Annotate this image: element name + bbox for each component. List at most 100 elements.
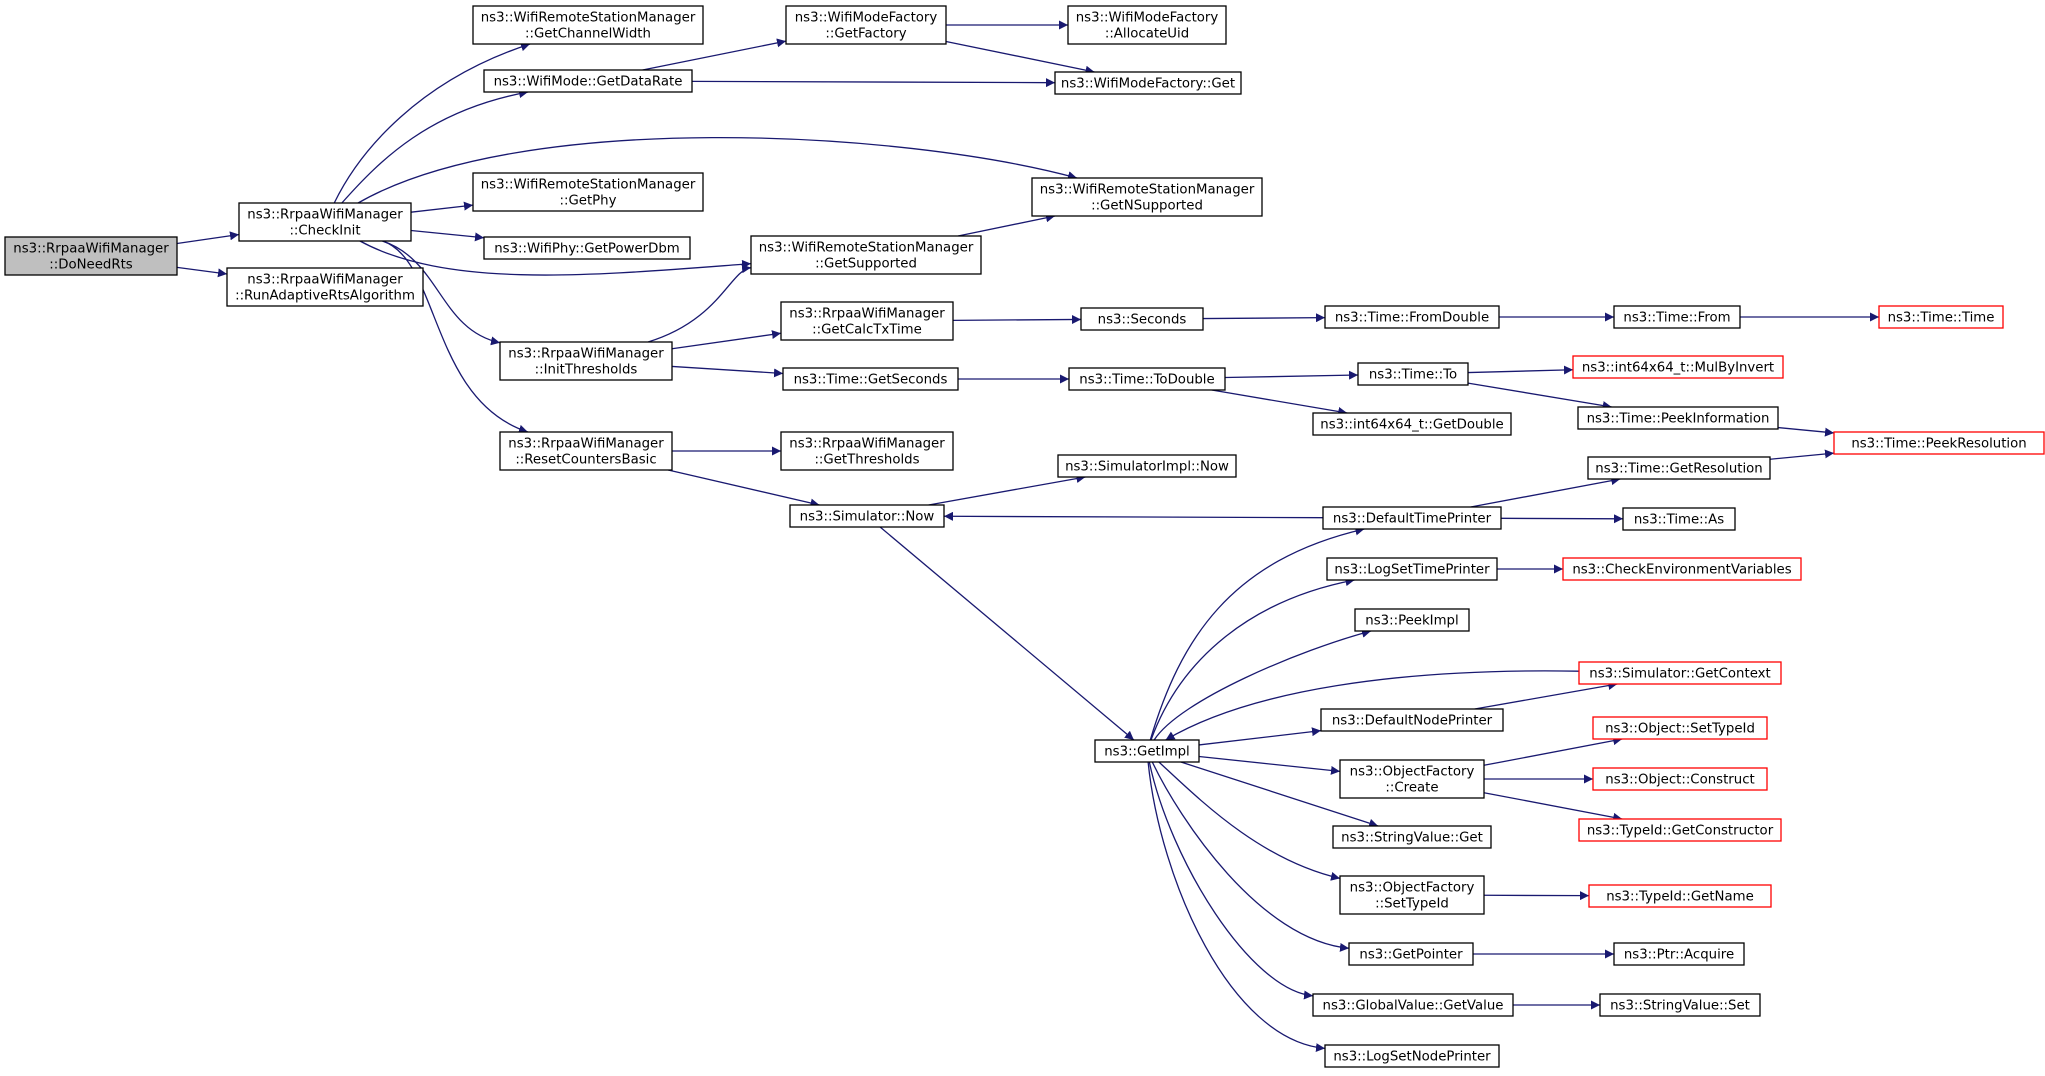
node-label-line: ns3::Time::GetResolution: [1595, 462, 1762, 477]
node-label-line: ns3::Time::To: [1369, 368, 1457, 383]
function-node-getphy[interactable]: ns3::WifiRemoteStationManager::GetPhy: [472, 172, 704, 212]
node-box: [1067, 5, 1227, 45]
node-box: [499, 431, 673, 471]
function-node-simgetcontext[interactable]: ns3::Simulator::GetContext: [1578, 661, 1782, 685]
node-box: [1324, 305, 1500, 329]
node-label-line: ns3::RrpaaWifiManager: [789, 437, 945, 452]
function-node-peekinformation[interactable]: ns3::Time::PeekInformation: [1577, 406, 1779, 430]
call-edge-objfactorycreate-to-typeidgetconstructor: [1483, 792, 1623, 822]
node-label-line: ns3::TypeId::GetName: [1606, 890, 1754, 905]
call-edge-todouble-to-timeto: [1224, 370, 1359, 380]
function-node-peekimpl[interactable]: ns3::PeekImpl: [1354, 608, 1470, 632]
function-node-checkenv[interactable]: ns3::CheckEnvironmentVariables: [1562, 557, 1802, 581]
node-label-line: ::DoNeedRts: [49, 258, 133, 273]
function-node-logsetnodeprinter[interactable]: ns3::LogSetNodePrinter: [1324, 1044, 1500, 1068]
function-node-runadaptive[interactable]: ns3::RrpaaWifiManager::RunAdaptiveRtsAlg…: [226, 267, 424, 307]
function-node-getchannelwidth[interactable]: ns3::WifiRemoteStationManager::GetChanne…: [472, 5, 704, 45]
node-box: [789, 504, 945, 528]
function-node-peekresolution[interactable]: ns3::Time::PeekResolution: [1833, 431, 2045, 455]
function-node-objsettypeid[interactable]: ns3::Object::SetTypeId: [1592, 716, 1768, 740]
node-label-line: ns3::RrpaaWifiManager: [247, 208, 403, 223]
function-node-simnow[interactable]: ns3::Simulator::Now: [789, 504, 945, 528]
function-node-getimpl[interactable]: ns3::GetImpl: [1094, 739, 1200, 763]
function-node-globalvalueget[interactable]: ns3::GlobalValue::GetValue: [1312, 993, 1514, 1017]
function-node-factoryget[interactable]: ns3::WifiModeFactory::Get: [1054, 71, 1242, 95]
function-node-typeidgetname[interactable]: ns3::TypeId::GetName: [1588, 884, 1772, 908]
function-node-getcalctxtime[interactable]: ns3::RrpaaWifiManager::GetCalcTxTime: [780, 301, 954, 341]
node-label-line: ns3::LogSetTimePrinter: [1334, 563, 1490, 578]
node-label-line: ns3::DefaultNodePrinter: [1332, 714, 1493, 729]
node-label-line: ns3::TypeId::GetConstructor: [1587, 824, 1774, 839]
function-node-mulbyinvert[interactable]: ns3::int64x64_t::MulByInvert: [1572, 355, 1784, 379]
node-label-line: ns3::StringValue::Get: [1341, 831, 1483, 846]
function-node-doneedrts[interactable]: ns3::RrpaaWifiManager::DoNeedRts: [4, 236, 178, 276]
node-box: [1587, 456, 1771, 480]
function-node-getdatarate[interactable]: ns3::WifiMode::GetDataRate: [483, 69, 693, 93]
function-node-objconstruct[interactable]: ns3::Object::Construct: [1592, 767, 1768, 791]
node-box: [782, 367, 959, 391]
node-label-line: ns3::WifiRemoteStationManager: [481, 178, 696, 193]
function-node-todouble[interactable]: ns3::Time::ToDouble: [1068, 367, 1226, 391]
call-edge-getresolution-to-peekresolution: [1769, 449, 1835, 460]
function-node-getnsupported[interactable]: ns3::WifiRemoteStationManager::GetNSuppo…: [1031, 177, 1263, 217]
call-edge-doneedrts-to-runadaptive: [176, 266, 228, 278]
node-box: [226, 267, 424, 307]
function-node-fromdouble[interactable]: ns3::Time::FromDouble: [1324, 305, 1500, 329]
function-node-getfactory[interactable]: ns3::WifiModeFactory::GetFactory: [785, 5, 947, 45]
function-node-getdouble[interactable]: ns3::int64x64_t::GetDouble: [1312, 412, 1512, 436]
node-label-line: ::GetSupported: [815, 257, 917, 272]
function-node-simimplnow[interactable]: ns3::SimulatorImpl::Now: [1057, 454, 1237, 478]
node-label-line: ns3::RrpaaWifiManager: [247, 273, 403, 288]
function-node-typeidgetconstructor[interactable]: ns3::TypeId::GetConstructor: [1578, 818, 1782, 842]
function-node-defaultnodeprinter[interactable]: ns3::DefaultNodePrinter: [1320, 708, 1504, 732]
node-label-line: ::InitThresholds: [535, 363, 638, 378]
function-node-timeto[interactable]: ns3::Time::To: [1357, 362, 1469, 386]
function-node-seconds[interactable]: ns3::Seconds: [1080, 307, 1204, 331]
function-node-getpowerdbm[interactable]: ns3::WifiPhy::GetPowerDbm: [483, 236, 691, 260]
function-node-logsettimeprinter[interactable]: ns3::LogSetTimePrinter: [1326, 557, 1498, 581]
call-edge-checkinit-to-initthresholds: [382, 240, 501, 346]
function-node-ptracquire[interactable]: ns3::Ptr::Acquire: [1613, 942, 1745, 966]
node-label-line: ns3::Ptr::Acquire: [1624, 948, 1734, 963]
function-node-getpointer[interactable]: ns3::GetPointer: [1348, 942, 1474, 966]
function-node-initthresholds[interactable]: ns3::RrpaaWifiManager::InitThresholds: [499, 341, 673, 381]
function-node-getseconds[interactable]: ns3::Time::GetSeconds: [782, 367, 959, 391]
call-edge-checkinit-to-getnsupported: [357, 136, 1078, 204]
function-node-resetcounters[interactable]: ns3::RrpaaWifiManager::ResetCountersBasi…: [499, 431, 673, 471]
node-label-line: ns3::RrpaaWifiManager: [789, 307, 945, 322]
function-node-checkinit[interactable]: ns3::RrpaaWifiManager::CheckInit: [238, 202, 412, 242]
node-label-line: ns3::LogSetNodePrinter: [1333, 1050, 1491, 1065]
node-label-line: ns3::ObjectFactory: [1350, 765, 1475, 780]
node-box: [1572, 355, 1784, 379]
function-node-allocateuid[interactable]: ns3::WifiModeFactory::AllocateUid: [1067, 5, 1227, 45]
function-node-timefrom[interactable]: ns3::Time::From: [1613, 305, 1741, 329]
call-edge-todouble-to-getdouble: [1211, 389, 1348, 416]
call-edge-resetcounters-to-simnow: [667, 469, 820, 508]
node-box: [1357, 362, 1469, 386]
function-node-stringvalueget[interactable]: ns3::StringValue::Get: [1332, 825, 1492, 849]
node-label-line: ::GetNSupported: [1091, 199, 1203, 214]
node-box: [1332, 825, 1492, 849]
function-node-getsupported[interactable]: ns3::WifiRemoteStationManager::GetSuppor…: [750, 235, 982, 275]
function-node-stringvalueset[interactable]: ns3::StringValue::Set: [1599, 993, 1761, 1017]
node-box: [1622, 507, 1736, 531]
function-node-objfactorysettypeid[interactable]: ns3::ObjectFactory::SetTypeId: [1339, 875, 1485, 915]
node-box: [1578, 661, 1782, 685]
function-node-objfactorycreate[interactable]: ns3::ObjectFactory::Create: [1339, 759, 1485, 799]
node-label-line: ns3::WifiRemoteStationManager: [1040, 183, 1255, 198]
node-label-line: ::ResetCountersBasic: [515, 453, 656, 468]
function-node-getthresholds[interactable]: ns3::RrpaaWifiManager::GetThresholds: [780, 431, 954, 471]
node-label-line: ::Create: [1385, 781, 1438, 796]
node-label-line: ns3::SimulatorImpl::Now: [1065, 460, 1229, 475]
node-box: [472, 172, 704, 212]
function-node-timeas[interactable]: ns3::Time::As: [1622, 507, 1736, 531]
node-label-line: ns3::WifiModeFactory::Get: [1061, 77, 1235, 92]
function-node-getresolution[interactable]: ns3::Time::GetResolution: [1587, 456, 1771, 480]
function-node-timetime[interactable]: ns3::Time::Time: [1878, 305, 2004, 329]
node-label-line: ns3::Time::Time: [1888, 311, 1995, 326]
function-node-defaulttimeprinter[interactable]: ns3::DefaultTimePrinter: [1322, 506, 1502, 530]
node-box: [1054, 71, 1242, 95]
node-box: [1833, 431, 2045, 455]
call-edge-getimpl-to-defaultnodeprinter: [1198, 727, 1322, 746]
